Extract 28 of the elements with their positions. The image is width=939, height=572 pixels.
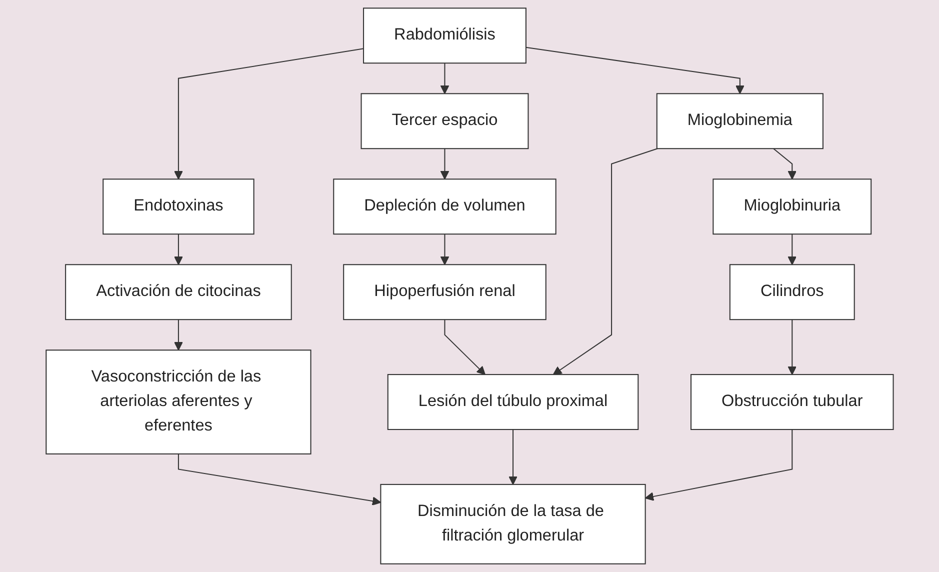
- arrow: [440, 234, 449, 266]
- node-box: Obstrucción tubular: [690, 374, 894, 430]
- arrow: [440, 148, 449, 180]
- arrow: [787, 234, 796, 266]
- arrow: [644, 430, 792, 501]
- arrow: [787, 320, 796, 375]
- node-box: Endotoxinas: [102, 178, 254, 235]
- arrow: [178, 454, 381, 506]
- node-box: Cilindros: [729, 264, 855, 320]
- node-box: Disminución de la tasa de filtración glomerular: [380, 484, 646, 564]
- node-box: Rabdomiólisis: [362, 8, 526, 64]
- node-box: Vasoconstricción de las arteriolas aferentes y eferentes: [45, 350, 312, 454]
- arrow: [444, 320, 486, 375]
- arrow: [772, 148, 796, 180]
- node-box: Tercer espacio: [360, 93, 528, 150]
- node-box: Hipoperfusión renal: [342, 264, 546, 320]
- node-box: Mioglobinuria: [712, 178, 872, 235]
- node-box: Lesión del túbulo proximal: [387, 374, 638, 430]
- arrow: [552, 148, 658, 375]
- arrow: [508, 430, 518, 485]
- arrow: [174, 320, 183, 351]
- arrow: [526, 46, 744, 94]
- arrow: [174, 48, 364, 180]
- node-box: Mioglobinemia: [656, 93, 824, 150]
- arrow: [440, 63, 449, 94]
- node-box: Activación de citocinas: [64, 264, 292, 320]
- node-box: Depleción de volumen: [332, 178, 556, 235]
- arrow: [174, 234, 183, 266]
